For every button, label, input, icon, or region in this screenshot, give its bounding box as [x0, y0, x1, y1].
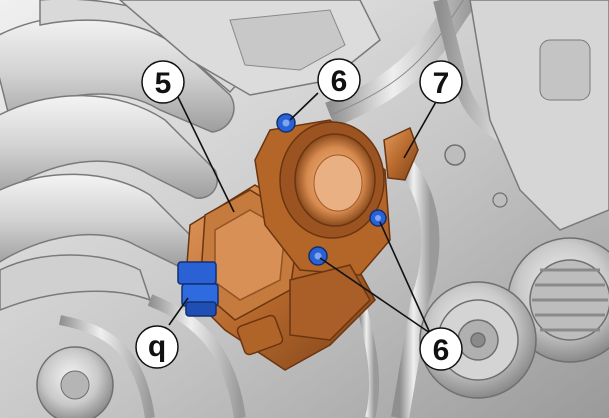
electrical-connector [177, 261, 219, 317]
callout-7-label: 7 [433, 67, 450, 100]
callout-5: 5 [141, 60, 185, 104]
callout-6-top-label: 6 [331, 65, 348, 98]
head-bolt-2 [492, 192, 508, 208]
bolt-right [369, 209, 387, 227]
callout-q-label: q [148, 330, 166, 363]
head-bolt [444, 144, 466, 166]
leader-lines [168, 92, 438, 334]
bracket-7 [383, 126, 419, 181]
callout-5-label: 5 [155, 67, 172, 100]
idler-pulley-hub [60, 370, 90, 400]
callout-6-bottom: 6 [419, 327, 463, 371]
bolt-lower [308, 246, 328, 266]
callout-q: q [135, 325, 179, 369]
callout-6-top: 6 [317, 58, 361, 102]
callout-6-bottom-label: 6 [433, 334, 450, 367]
head-boss [539, 39, 591, 101]
manifold-rib [229, 9, 346, 71]
throttle-body [184, 119, 391, 371]
callout-7: 7 [419, 60, 463, 104]
